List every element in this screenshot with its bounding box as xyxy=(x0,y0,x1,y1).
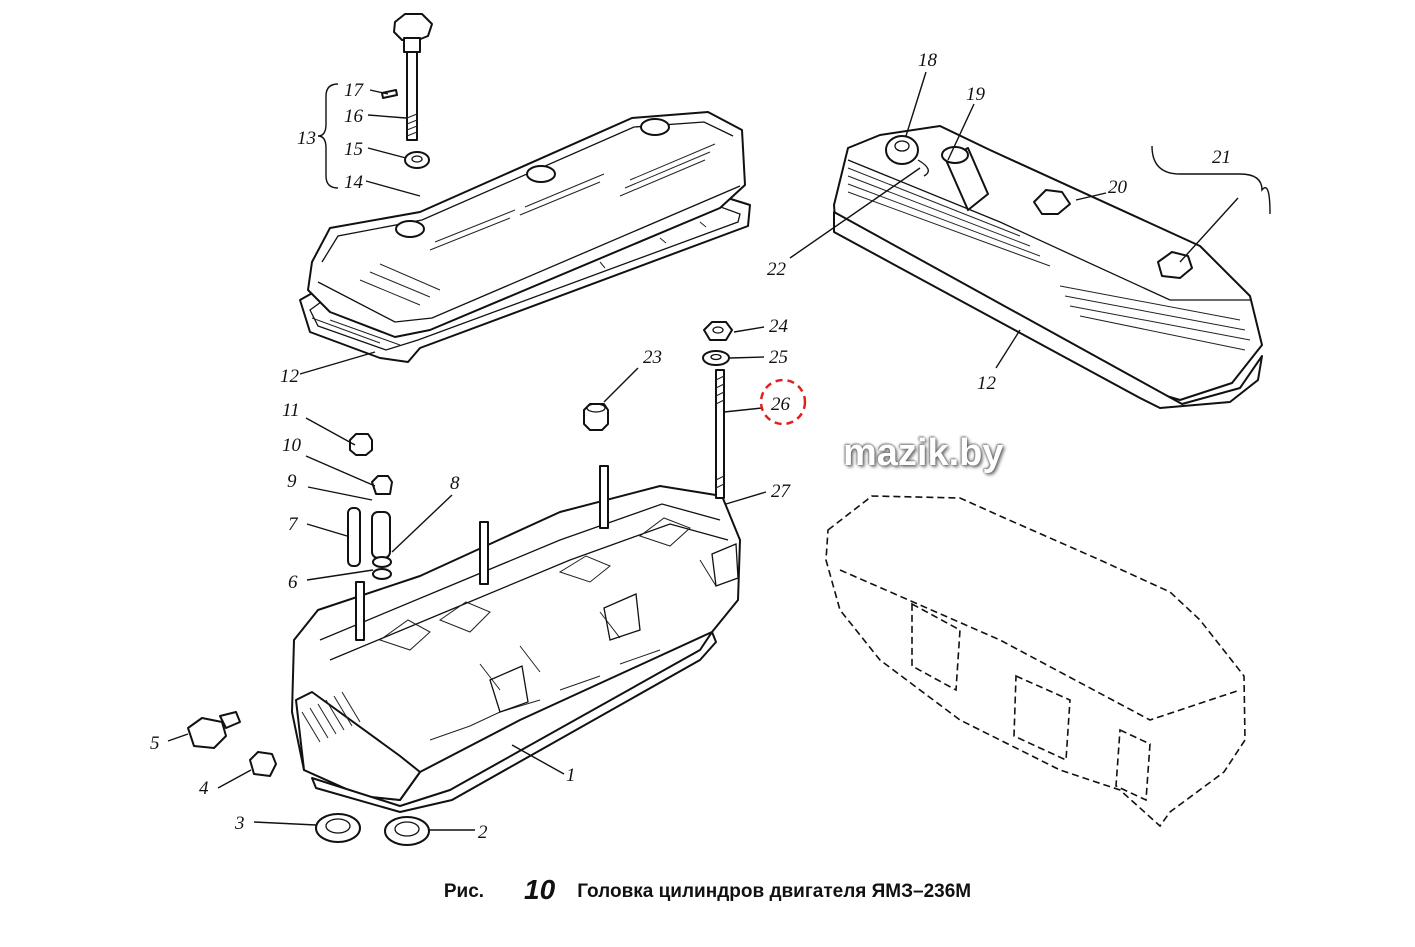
left-valve-cover xyxy=(307,111,746,338)
callout-12-right: 12 xyxy=(977,373,997,394)
callout-20: 20 xyxy=(1108,177,1128,198)
callout-24: 24 xyxy=(769,316,789,337)
figure-number: 10 xyxy=(524,874,556,905)
callout-7: 7 xyxy=(288,514,299,535)
valve-parts-6-11 xyxy=(347,433,393,580)
sensor-5 xyxy=(187,711,241,749)
bracket-13 xyxy=(317,83,339,189)
callout-26: 26 xyxy=(771,394,791,415)
callout-4: 4 xyxy=(199,778,209,799)
washer-3 xyxy=(315,813,361,843)
callout-1: 1 xyxy=(566,765,576,786)
callout-19: 19 xyxy=(966,84,986,105)
washer-25 xyxy=(702,350,730,366)
callout-25: 25 xyxy=(769,347,788,368)
callout-22: 22 xyxy=(767,259,787,280)
head-studs xyxy=(355,369,725,641)
leader-lines xyxy=(167,71,1239,831)
callout-23: 23 xyxy=(643,347,662,368)
cover-stud-assembly xyxy=(381,13,433,169)
washer-2 xyxy=(384,816,430,846)
figure-label: Рис. xyxy=(443,881,485,902)
callout-3: 3 xyxy=(234,813,245,834)
callout-9: 9 xyxy=(287,471,297,492)
figure-caption: Рис. 10 Головка цилиндров двигателя ЯМЗ–23… xyxy=(0,872,1415,905)
callout-17: 17 xyxy=(344,80,365,101)
nut-4 xyxy=(249,751,277,777)
callout-13: 13 xyxy=(297,128,316,149)
callout-5: 5 xyxy=(150,733,160,754)
nut-24 xyxy=(703,321,733,341)
callout-14: 14 xyxy=(344,172,364,193)
callout-12-left: 12 xyxy=(280,366,300,387)
callout-10: 10 xyxy=(282,435,302,456)
highlight-circle-26 xyxy=(759,378,807,426)
callout-21: 21 xyxy=(1212,147,1231,168)
dashed-head-outline xyxy=(825,495,1246,828)
callout-11: 11 xyxy=(282,400,300,421)
callout-2: 2 xyxy=(478,822,488,843)
figure-title: Головка цилиндров двигателя ЯМЗ–236М xyxy=(577,881,972,902)
callout-27: 27 xyxy=(771,481,792,502)
callout-15: 15 xyxy=(344,139,363,160)
cylinder-head xyxy=(291,485,741,813)
sleeve-23 xyxy=(583,403,609,431)
right-valve-cover xyxy=(833,125,1263,409)
watermark: mazik.by xyxy=(843,432,1004,474)
bracket-21 xyxy=(1151,145,1271,215)
callout-8: 8 xyxy=(450,473,460,494)
callout-18: 18 xyxy=(918,50,938,71)
callout-16: 16 xyxy=(344,106,364,127)
callout-labels: 1 2 3 4 5 6 7 8 9 10 11 12 12 13 14 15 1… xyxy=(150,50,1231,843)
callout-6: 6 xyxy=(288,572,298,593)
